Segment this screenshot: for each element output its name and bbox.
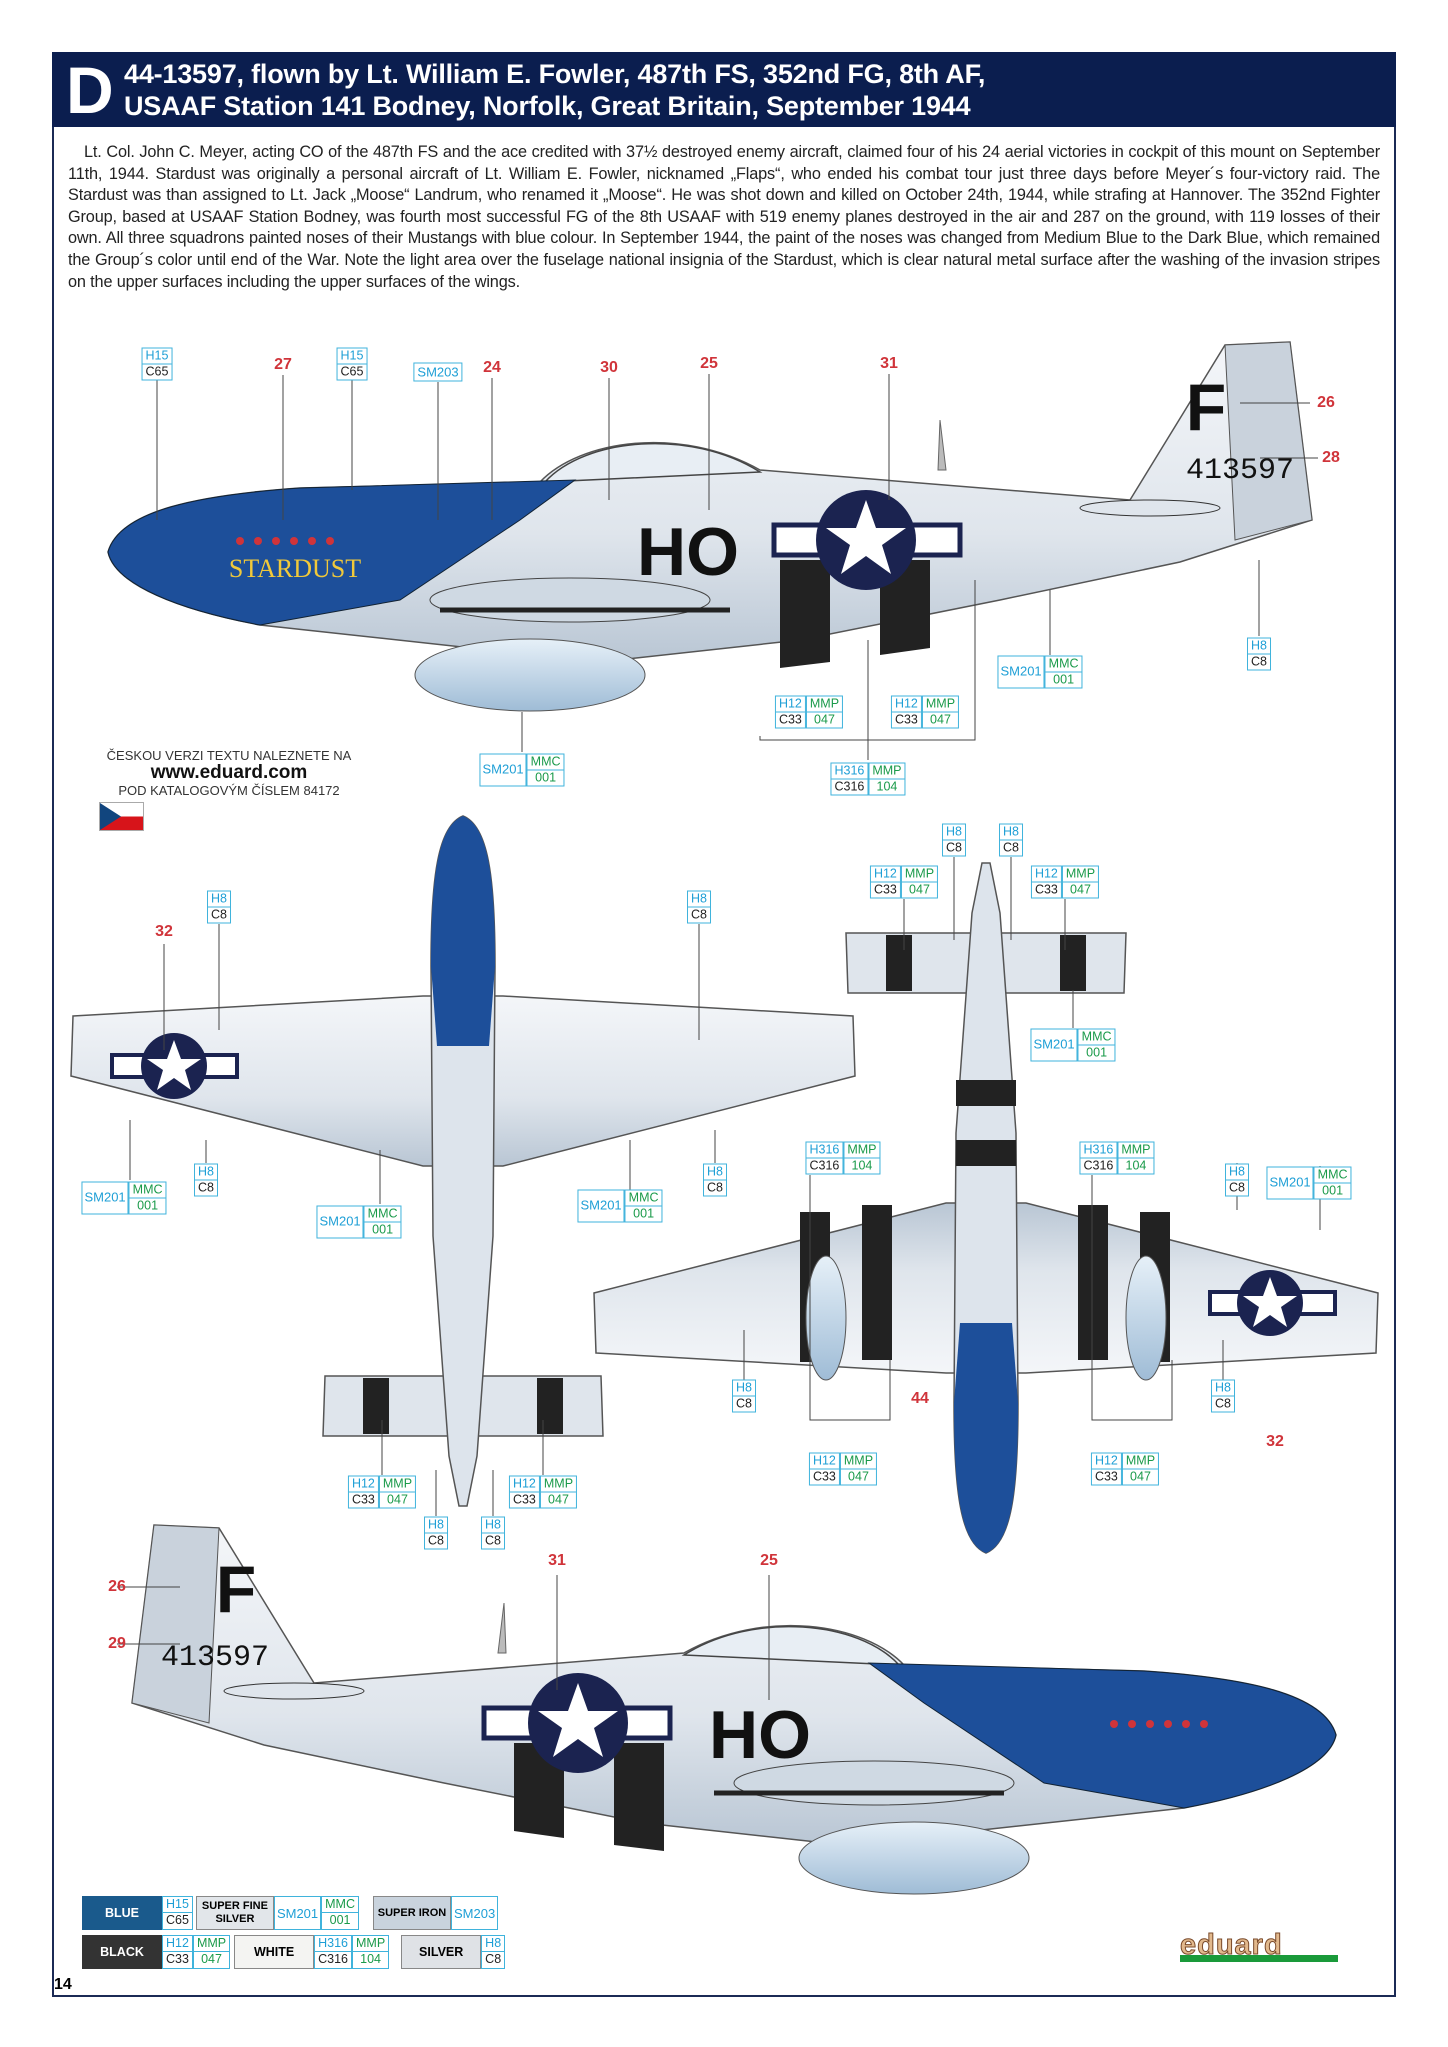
callout-number-44: 44	[911, 1390, 929, 1407]
swatch-white: WHITE	[234, 1935, 315, 1969]
code-letters-right: HO	[709, 1697, 811, 1773]
serial-right: 413597	[161, 1641, 269, 1675]
swatch-super-iron: SUPER IRON	[373, 1896, 451, 1930]
callout-number-31: 31	[880, 355, 898, 372]
code-letters-left: HO	[637, 514, 739, 590]
callout-sm203: SM203	[413, 362, 463, 382]
leader-lines	[117, 372, 1321, 1700]
title-line-2: USAAF Station 141 Bodney, Norfolk, Great…	[124, 91, 971, 121]
description-text: Lt. Col. John C. Meyer, acting CO of the…	[68, 143, 1380, 291]
callout-number-24: 24	[483, 359, 501, 376]
serial-left: 413597	[1186, 454, 1294, 488]
website-link[interactable]: www.eduard.com	[150, 762, 308, 783]
callout-number-27: 27	[274, 356, 292, 373]
eduard-logo: eduard	[1180, 1930, 1338, 1962]
nose-art: STARDUST	[229, 554, 361, 583]
callout-number-25b: 25	[760, 1552, 778, 1569]
profile-letter: D	[66, 53, 114, 127]
profile-title: 44-13597, flown by Lt. William E. Fowler…	[124, 58, 985, 122]
top-view-insignia	[110, 1033, 239, 1099]
czech-version-note: ČESKOU VERZI TEXTU NALEZNETE NA www.edua…	[94, 748, 364, 798]
bottom-view-stripes	[800, 1080, 1170, 1381]
callout-number-31b: 31	[548, 1552, 566, 1569]
callout-number-28: 28	[1322, 449, 1340, 466]
tail-letter-right: F	[216, 1552, 256, 1626]
czech-note-line1: ČESKOU VERZI TEXTU NALEZNETE NA	[106, 748, 352, 763]
callout-number-25: 25	[700, 355, 718, 372]
profile-header: D 44-13597, flown by Lt. William E. Fowl…	[52, 52, 1396, 127]
callout-number-32b: 32	[1266, 1433, 1284, 1450]
swatch-black: BLACK	[82, 1935, 162, 1969]
callout-number-26: 26	[1317, 394, 1335, 411]
callout-number-26b: 26	[108, 1578, 126, 1595]
title-line-1: 44-13597, flown by Lt. William E. Fowler…	[124, 59, 986, 89]
czech-note-line3: POD KATALOGOVÝM ČÍSLEM 84172	[118, 783, 340, 798]
swatch-silver: SILVER	[401, 1935, 482, 1969]
page-number: 14	[54, 1976, 72, 1993]
tail-letter-left: F	[1186, 370, 1226, 444]
swatch-blue: BLUE	[82, 1896, 162, 1930]
callout-number-32: 32	[155, 923, 173, 940]
bottom-view-insignia	[1208, 1270, 1337, 1336]
czech-flag-icon	[99, 802, 144, 831]
callout-number-29: 29	[108, 1635, 126, 1652]
logo-bar	[1180, 1955, 1338, 1962]
swatch-super-fine-silver: SUPER FINE SILVER	[195, 1896, 274, 1930]
legend-sm203: SM203	[451, 1896, 499, 1930]
callout-number-30: 30	[600, 359, 618, 376]
bottom-view	[593, 862, 1379, 1554]
